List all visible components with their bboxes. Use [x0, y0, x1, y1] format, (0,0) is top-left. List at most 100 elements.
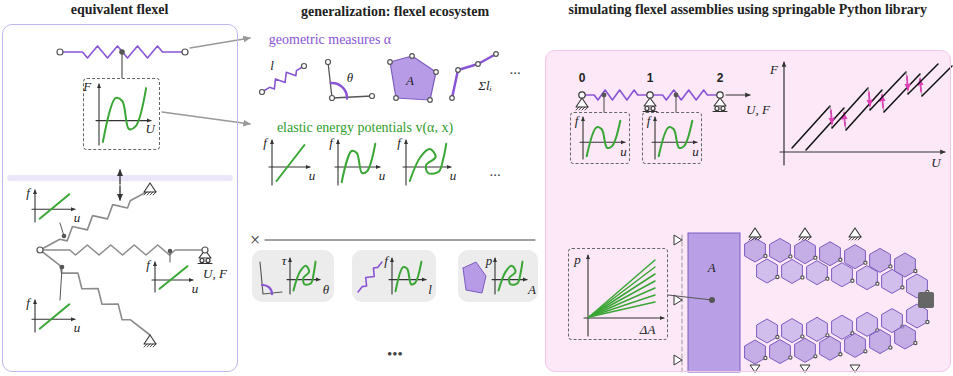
energy-curve	[103, 88, 146, 142]
energy-curve	[40, 304, 70, 328]
cell-hexagon	[845, 333, 866, 357]
axis	[389, 279, 426, 280]
hatch	[150, 192, 153, 195]
flexel-box	[352, 250, 436, 302]
joint-dot	[182, 49, 188, 55]
snap-arrow	[907, 76, 908, 90]
axis	[494, 258, 495, 294]
joint-dot	[428, 98, 433, 103]
cell-hexagon	[820, 336, 841, 360]
caption-text: ...	[509, 61, 520, 78]
unloading-branch	[846, 90, 882, 130]
fan-line	[589, 302, 655, 317]
joint-dot	[168, 249, 173, 254]
variable-label: u	[74, 211, 81, 226]
cell-hexagon	[895, 325, 916, 349]
variable-label: A	[708, 260, 716, 275]
cell-hexagon	[832, 315, 853, 339]
ground-symbol	[576, 98, 588, 107]
area-polygon	[463, 262, 486, 293]
panel: simulating flexel assemblies using sprin…	[545, 50, 951, 372]
hatch	[576, 107, 579, 110]
hatch	[808, 237, 811, 240]
joint-dot	[914, 269, 917, 272]
stem	[170, 252, 171, 262]
spring-symbol	[40, 190, 150, 250]
axis	[337, 140, 338, 185]
joint-dot	[119, 49, 125, 55]
snap-guide	[868, 88, 870, 110]
joint-dot	[709, 297, 715, 303]
hatch	[755, 237, 758, 240]
axis	[582, 117, 583, 159]
hatch	[805, 237, 808, 240]
energy-box: fu	[570, 112, 630, 164]
variable-label: f	[397, 136, 401, 151]
joint-dot	[645, 107, 649, 111]
loading-branch	[792, 106, 830, 148]
constraint-line	[682, 235, 683, 372]
variable-label: u	[309, 169, 316, 184]
flexel-box	[458, 250, 538, 302]
energy-curve	[40, 194, 70, 218]
flexel-box: pA	[458, 250, 538, 302]
variable-label: θ	[347, 71, 353, 86]
axis	[654, 117, 655, 159]
spring-symbol	[650, 90, 720, 100]
variable-label: l	[270, 59, 274, 74]
cell-hexagon	[795, 240, 816, 264]
hatch	[802, 237, 805, 240]
hatch	[585, 107, 588, 110]
joint-dot	[302, 64, 307, 69]
variable-label: U, F	[203, 267, 227, 282]
cell-hexagon	[807, 261, 828, 285]
joint-dot	[789, 255, 792, 258]
hatch	[758, 237, 761, 240]
unloading-branch	[884, 74, 920, 112]
joint-dot	[394, 96, 399, 101]
hatch	[749, 237, 752, 240]
variable-label: f	[263, 136, 267, 151]
energy-curve	[277, 145, 305, 181]
cell-hexagon	[770, 340, 791, 364]
variable-label: ΔA	[640, 322, 656, 337]
variable-label: θ	[323, 283, 329, 298]
caption-text: ×	[250, 230, 260, 251]
joint-dot	[456, 68, 461, 73]
energy-curve	[587, 121, 621, 157]
equivalence-arrow	[119, 186, 121, 200]
flexel-box: fl	[352, 250, 436, 302]
variable-label: A	[528, 283, 536, 298]
node-number: 2	[717, 72, 724, 86]
joint-dot	[494, 52, 499, 57]
flexel-box	[252, 250, 334, 302]
area-polygon	[390, 56, 436, 100]
joint-dot	[715, 107, 719, 111]
joint-dot	[60, 265, 65, 270]
joint-dot	[370, 94, 375, 99]
energy-curve	[659, 121, 693, 157]
variable-label: U	[931, 156, 940, 171]
node-number: 0	[579, 72, 586, 86]
roller-base	[198, 263, 212, 264]
joint-dot	[57, 49, 63, 55]
panel: equivalent flexelFU	[2, 24, 238, 372]
joint-dot	[839, 353, 842, 356]
axis	[98, 84, 99, 145]
spring-symbol	[40, 245, 205, 255]
axis	[652, 142, 697, 143]
joint-dot	[914, 341, 917, 344]
joint-dot	[814, 256, 817, 259]
axis	[271, 140, 272, 185]
variable-label: A	[406, 74, 414, 89]
flexel-box: τθ	[252, 250, 334, 302]
variable-label: f	[329, 136, 333, 151]
joint-dot	[476, 62, 481, 67]
ground-symbol	[850, 365, 860, 372]
cell-hexagon	[870, 248, 891, 272]
energy-curve	[342, 144, 376, 182]
caption-text: geometric measures α	[269, 32, 391, 48]
joint-dot	[776, 335, 779, 338]
hatch	[855, 237, 858, 240]
